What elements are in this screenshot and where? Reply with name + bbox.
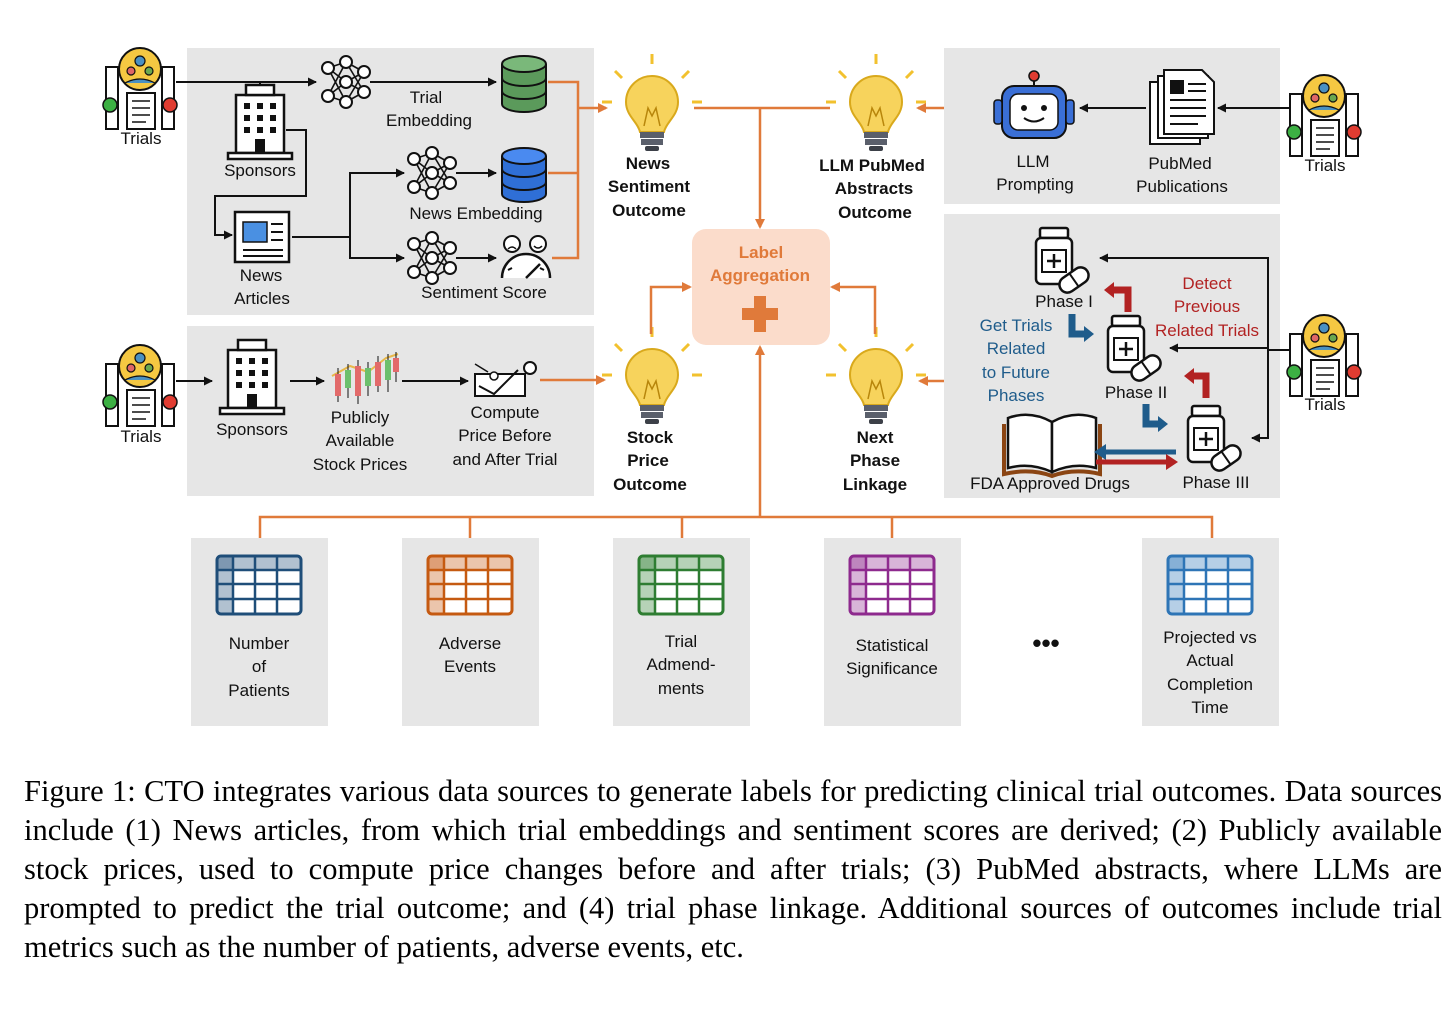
news-outcome-label-3: Outcome (612, 201, 686, 220)
metric-label: Time (1191, 698, 1228, 717)
sentiment-gauge-icon (500, 235, 552, 279)
stock-sponsors-label: Sponsors (216, 420, 288, 439)
next-phase-label-2: Phase (850, 451, 900, 470)
label-aggregation-text-1: Label (739, 243, 783, 262)
ellipsis: ••• (1032, 628, 1059, 658)
news-articles-label-1: News (240, 266, 283, 285)
get-trials-label-4: Phases (988, 386, 1045, 405)
metric-label: ments (658, 679, 704, 698)
llm-prompting-label-2: Prompting (996, 175, 1073, 194)
news-outcome-label-1: News (626, 154, 670, 173)
detect-label-3: Related Trials (1155, 321, 1259, 340)
label-aggregation-text-2: Aggregation (710, 266, 810, 285)
phase3-label: Phase III (1182, 473, 1249, 492)
stock-prices-label-3: Stock Prices (313, 455, 407, 474)
pubmed-label-1: PubMed (1148, 154, 1211, 173)
label-aggregation-box: Label Aggregation (692, 229, 830, 345)
get-trials-label-2: Related (987, 339, 1046, 358)
metric-label: Patients (228, 681, 289, 700)
phase-trials-label: Trials (1305, 395, 1346, 414)
cto-diagram: Trials Sponsors Trial Embedding News Art… (102, 47, 1362, 726)
sentiment-score-label: Sentiment Score (421, 283, 547, 302)
metric-label: Trial (665, 632, 697, 651)
stock-trials-label: Trials (121, 427, 162, 446)
pubmed-panel (944, 48, 1280, 204)
detect-label-1: Detect (1182, 274, 1231, 293)
robot-icon (993, 70, 1075, 139)
metric-label: Admend- (647, 655, 716, 674)
next-phase-label-3: Linkage (843, 475, 907, 494)
sponsors-building-icon-2 (218, 338, 286, 416)
trial-embedding-label-1: Trial (410, 88, 442, 107)
stock-prices-label-1: Publicly (331, 408, 390, 427)
trial-embedding-label-2: Embedding (386, 111, 472, 130)
news-trials-label: Trials (121, 129, 162, 148)
stock-outcome-bulb-icon (600, 325, 704, 426)
trials-icon (102, 47, 178, 130)
get-trials-label-1: Get Trials (980, 316, 1053, 335)
database-icon-blue (501, 147, 547, 203)
news-sponsors-label: Sponsors (224, 161, 296, 180)
book-icon (1002, 413, 1102, 479)
compute-price-icon (474, 361, 537, 397)
next-phase-bulb-icon (824, 325, 928, 426)
llm-prompting-label-1: LLM (1016, 152, 1049, 171)
news-outcome-bulb-icon (600, 52, 704, 153)
trials-icon-2 (102, 344, 178, 427)
stock-outcome-label-1: Stock (627, 428, 674, 447)
stock-outcome-label-3: Outcome (613, 475, 687, 494)
pubmed-label-2: Publications (1136, 177, 1228, 196)
figure-caption: Figure 1: CTO integrates various data so… (24, 774, 1442, 964)
metric-label: Adverse (439, 634, 501, 653)
database-icon-green (501, 55, 547, 113)
news-outcome-label-2: Sentiment (608, 177, 691, 196)
next-phase-label-1: Next (857, 428, 894, 447)
candlestick-chart-icon (331, 352, 399, 404)
get-trials-label-3: to Future (982, 363, 1050, 382)
table-icon (426, 554, 514, 616)
llm-outcome-label-3: Outcome (838, 203, 912, 222)
table-icon (637, 554, 725, 616)
metric-label: Events (444, 657, 496, 676)
llm-outcome-label-1: LLM PubMed (819, 156, 925, 175)
pubmed-trials-label: Trials (1305, 156, 1346, 175)
metric-label: Projected vs (1163, 628, 1257, 647)
plus-icon (742, 296, 778, 332)
compute-label-2: Price Before (458, 426, 552, 445)
stock-prices-label-2: Available (326, 431, 395, 450)
table-icon (848, 554, 936, 616)
metric-label: Statistical (856, 636, 929, 655)
metric-label: Significance (846, 659, 938, 678)
fda-label: FDA Approved Drugs (970, 474, 1130, 493)
news-embedding-label: News Embedding (409, 204, 542, 223)
metric-label: Completion (1167, 675, 1253, 694)
stock-outcome-label-2: Price (627, 451, 669, 470)
table-icon (215, 554, 303, 616)
llm-outcome-label-2: Abstracts (835, 179, 913, 198)
documents-icon (1149, 69, 1215, 145)
phase1-label: Phase I (1035, 292, 1093, 311)
sponsors-building-icon (226, 83, 294, 161)
news-articles-label-2: Articles (234, 289, 290, 308)
metric-label: Actual (1186, 651, 1233, 670)
compute-label-1: Compute (471, 403, 540, 422)
metric-label: Number (229, 634, 290, 653)
compute-label-3: and After Trial (453, 450, 558, 469)
llm-outcome-bulb-icon (824, 52, 928, 153)
detect-label-2: Previous (1174, 297, 1240, 316)
table-icon (1166, 554, 1254, 616)
phase2-label: Phase II (1105, 383, 1167, 402)
metric-label: of (252, 657, 266, 676)
trials-icon-4 (1286, 314, 1362, 397)
newspaper-icon (233, 210, 291, 264)
trials-icon-3 (1286, 74, 1362, 157)
